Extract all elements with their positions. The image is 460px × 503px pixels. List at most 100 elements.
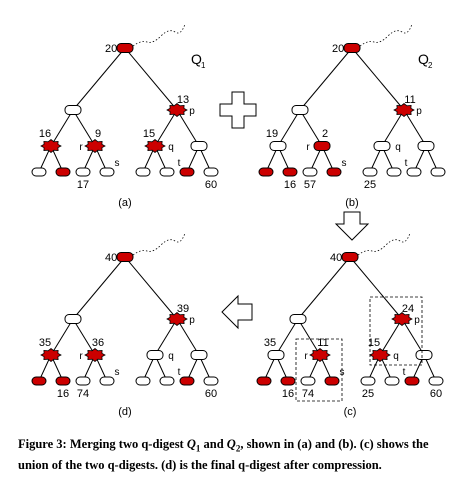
leaf-node	[384, 376, 400, 386]
label-p: p	[189, 106, 195, 117]
label-t: t	[403, 367, 406, 378]
leaf-node	[55, 167, 71, 177]
tree-edge	[124, 47, 178, 111]
panel-label: (c)	[344, 406, 357, 418]
tree-edge	[349, 256, 403, 320]
tree-edge	[50, 109, 74, 147]
right-count: 11	[404, 94, 415, 106]
leaf-node	[75, 167, 91, 177]
label-q: q	[393, 351, 399, 362]
tree-edge	[124, 256, 178, 320]
merge-plus-icon	[219, 91, 257, 129]
node-lr-spiky	[309, 347, 331, 363]
leaf-count: 74	[302, 388, 314, 400]
caption-rest: , shown in (a) and (b). (c) shows the un…	[18, 437, 429, 472]
caption-q2-sub: 2	[235, 443, 241, 454]
left-node	[291, 105, 309, 115]
caption-and: and	[200, 437, 227, 451]
label-s: s	[340, 367, 345, 378]
lr-count: 9	[95, 128, 101, 140]
ll-count: 35	[39, 337, 51, 349]
caption-q2: Q	[226, 437, 236, 451]
leaf-node	[300, 376, 316, 386]
root-node	[343, 43, 361, 53]
leaf-node	[159, 167, 175, 177]
caption-lead: Figure 3: Merging two q-digest	[18, 437, 187, 451]
tree-edge	[275, 318, 299, 356]
leaf-node	[280, 376, 296, 386]
rl-count: 15	[143, 128, 155, 140]
label-t: t	[178, 158, 181, 169]
label-s: s	[115, 367, 120, 378]
node-rl-spiky	[369, 347, 391, 363]
leaf-node	[324, 376, 340, 386]
node-ll	[269, 141, 287, 151]
digest-name-sub: 1	[201, 61, 206, 70]
node-lr-spiky	[84, 347, 106, 363]
panel-label: (d)	[118, 406, 131, 418]
leaf-node	[404, 376, 420, 386]
leaf-node	[256, 376, 272, 386]
right-count: 13	[177, 94, 189, 106]
leaf-node	[406, 167, 422, 177]
label-q: q	[395, 142, 401, 153]
tree-edge	[176, 109, 200, 147]
root-count: 20	[332, 43, 344, 55]
node-ll-spiky	[40, 138, 62, 154]
root-tail	[132, 232, 186, 256]
label-r: r	[79, 142, 83, 153]
leaf-count: 25	[364, 179, 376, 191]
left-node	[289, 314, 307, 324]
label-r: r	[79, 351, 83, 362]
tree-edge	[72, 318, 96, 356]
tree-edge	[299, 47, 353, 111]
left-node	[64, 314, 82, 324]
leaf-count: 60	[430, 388, 442, 400]
ll-count: 35	[264, 337, 276, 349]
tree-edge	[154, 318, 178, 356]
leaf-node	[203, 376, 219, 386]
node-rl	[146, 350, 164, 360]
leaf-count: 25	[362, 388, 374, 400]
root-tail	[359, 23, 413, 47]
leaf-count: 17	[77, 179, 89, 191]
tree-edge	[297, 256, 351, 320]
node-r-spiky	[391, 311, 413, 327]
leaf-node	[75, 376, 91, 386]
label-r: r	[306, 142, 310, 153]
leaf-node	[135, 376, 151, 386]
label-q: q	[168, 142, 174, 153]
tree-edge	[297, 318, 321, 356]
leaf-count: 16	[282, 388, 294, 400]
leaf-node	[203, 167, 219, 177]
tree-edge	[72, 109, 96, 147]
tree-edge	[379, 318, 403, 356]
root-tail	[357, 232, 411, 256]
leaf-node	[179, 376, 195, 386]
root-count: 40	[330, 252, 342, 264]
tree-edge	[176, 318, 200, 356]
right-count: 24	[402, 303, 414, 315]
leaf-count: 60	[205, 388, 217, 400]
leaf-node	[282, 167, 298, 177]
label-s: s	[115, 158, 120, 169]
arrow-down-icon	[334, 211, 370, 241]
rl-count: 15	[368, 337, 380, 349]
lr-count: 36	[92, 337, 104, 349]
caption-q1-sub: 1	[195, 443, 201, 454]
digest-name-sub: 2	[428, 61, 433, 70]
label-p: p	[414, 315, 420, 326]
figure-caption: Figure 3: Merging two q-digest Q1 and Q2…	[18, 436, 448, 473]
leaf-node	[31, 167, 47, 177]
leaf-node	[55, 376, 71, 386]
tree-edge	[351, 47, 405, 111]
root-node	[341, 252, 359, 262]
node-rr	[415, 350, 433, 360]
leaf-node	[99, 376, 115, 386]
tree-edge	[154, 109, 178, 147]
tree-edge	[50, 318, 74, 356]
